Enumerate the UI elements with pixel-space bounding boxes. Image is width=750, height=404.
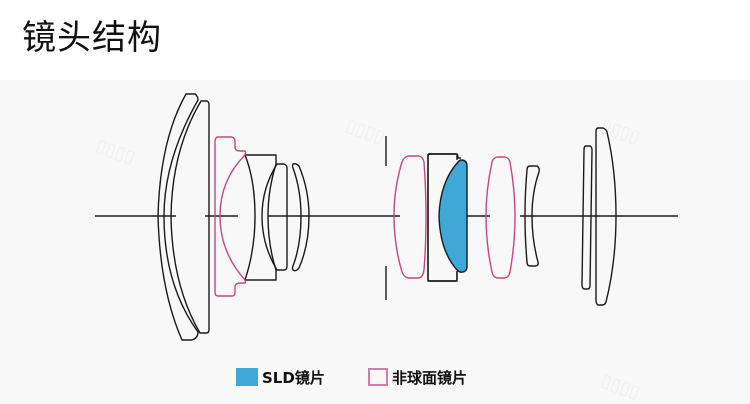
aspherical-swatch-icon: [368, 368, 388, 386]
lens-element-8-outline: [427, 153, 458, 282]
watermark: ▯▯▯▯: [343, 115, 387, 148]
watermark: ▯▯▯▯: [598, 115, 642, 148]
lens-element-11: [524, 165, 540, 267]
lens-element-2: [170, 100, 210, 334]
diagram-panel: [0, 80, 750, 404]
legend-item-aspherical: 非球面镜片: [368, 366, 467, 388]
sld-lens-element-9: [438, 159, 468, 273]
aspherical-lens-element-7: [393, 155, 427, 279]
legend-label-sld: SLD镜片: [262, 368, 325, 387]
lens-element-13: [595, 127, 617, 306]
lens-element-1: [157, 93, 199, 341]
aspherical-lens-element-10: [485, 156, 516, 279]
legend-label-aspherical: 非球面镜片: [392, 368, 468, 387]
lens-element-12: [581, 145, 593, 290]
lens-element-6: [291, 163, 310, 272]
aspherical-lens-element-3: [214, 136, 247, 297]
legend: SLD镜片 非球面镜片: [0, 366, 750, 390]
sld-swatch-icon: [236, 368, 258, 386]
legend-item-sld: SLD镜片: [236, 366, 325, 388]
page-title: 镜头结构: [22, 18, 162, 58]
watermark-group: ▯▯▯▯ ▯▯▯▯ ▯▯▯▯ ▯▯▯▯: [93, 115, 642, 403]
lens-element-4: [244, 154, 277, 281]
lens-element-5: [261, 163, 288, 271]
watermark: ▯▯▯▯: [93, 135, 137, 168]
